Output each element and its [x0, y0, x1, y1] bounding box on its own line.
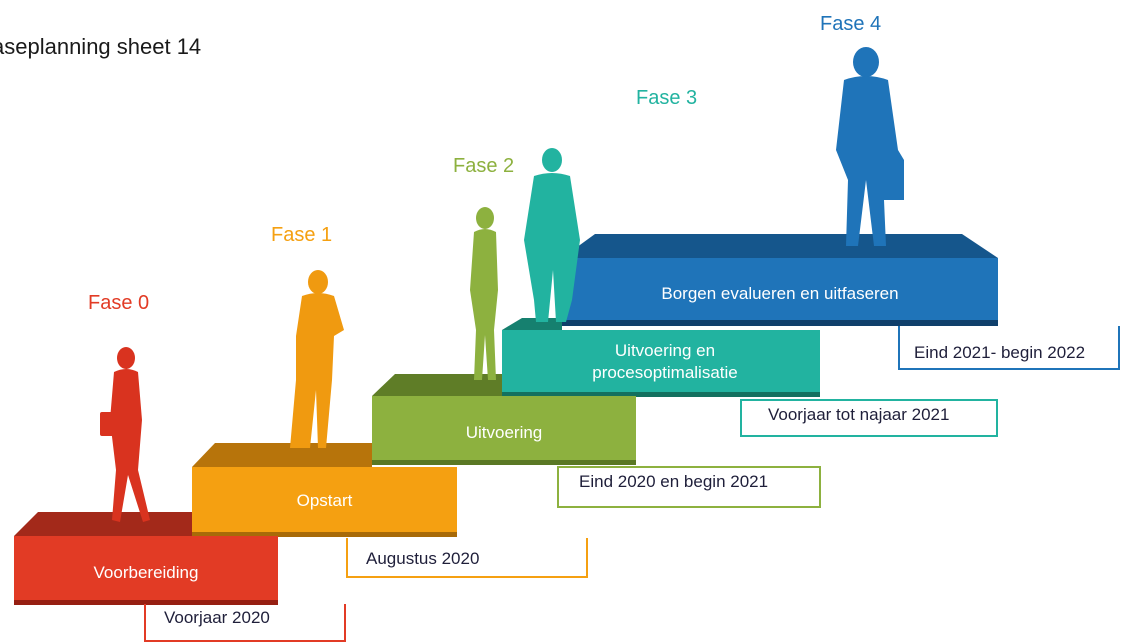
- fase-0-label: Fase 0: [88, 292, 150, 314]
- page-title: aseplanning sheet 14: [0, 34, 202, 59]
- step-label-fase-4: Borgen evalueren en uitfaseren: [661, 284, 899, 303]
- fase-2-label: Fase 2: [453, 155, 515, 177]
- person-fase-2b-silhouette: [524, 148, 580, 322]
- date-fase-1: Augustus 2020: [346, 538, 588, 578]
- date-fase-4: Eind 2021- begin 2022: [898, 326, 1120, 370]
- step-fase-4: [562, 234, 998, 326]
- person-fase-1-silhouette: [290, 270, 344, 448]
- person-fase-4-silhouette: [836, 47, 904, 246]
- step-fase-0: [14, 512, 278, 605]
- step-fase-3: [502, 318, 820, 397]
- fase-3-label: Fase 3: [636, 87, 698, 109]
- date-fase-0: Voorjaar 2020: [144, 604, 346, 642]
- step-fase-2: [372, 374, 636, 465]
- step-label-fase-1: Opstart: [296, 491, 353, 510]
- step-label-fase-2: Uitvoering: [465, 423, 543, 442]
- date-fase-2: Eind 2020 en begin 2021: [557, 466, 821, 508]
- fase-1-label: Fase 1: [271, 224, 333, 246]
- person-fase-2a-silhouette: [470, 207, 498, 380]
- step-label-fase-3: Uitvoering en procesoptimalisatie: [592, 341, 738, 382]
- step-fase-1: [192, 443, 457, 537]
- person-fase-0-silhouette: [100, 347, 150, 522]
- date-fase-3: Voorjaar tot najaar 2021: [740, 399, 998, 437]
- step-label-fase-0: Voorbereiding: [93, 563, 199, 582]
- fase-4-label: Fase 4: [820, 13, 882, 35]
